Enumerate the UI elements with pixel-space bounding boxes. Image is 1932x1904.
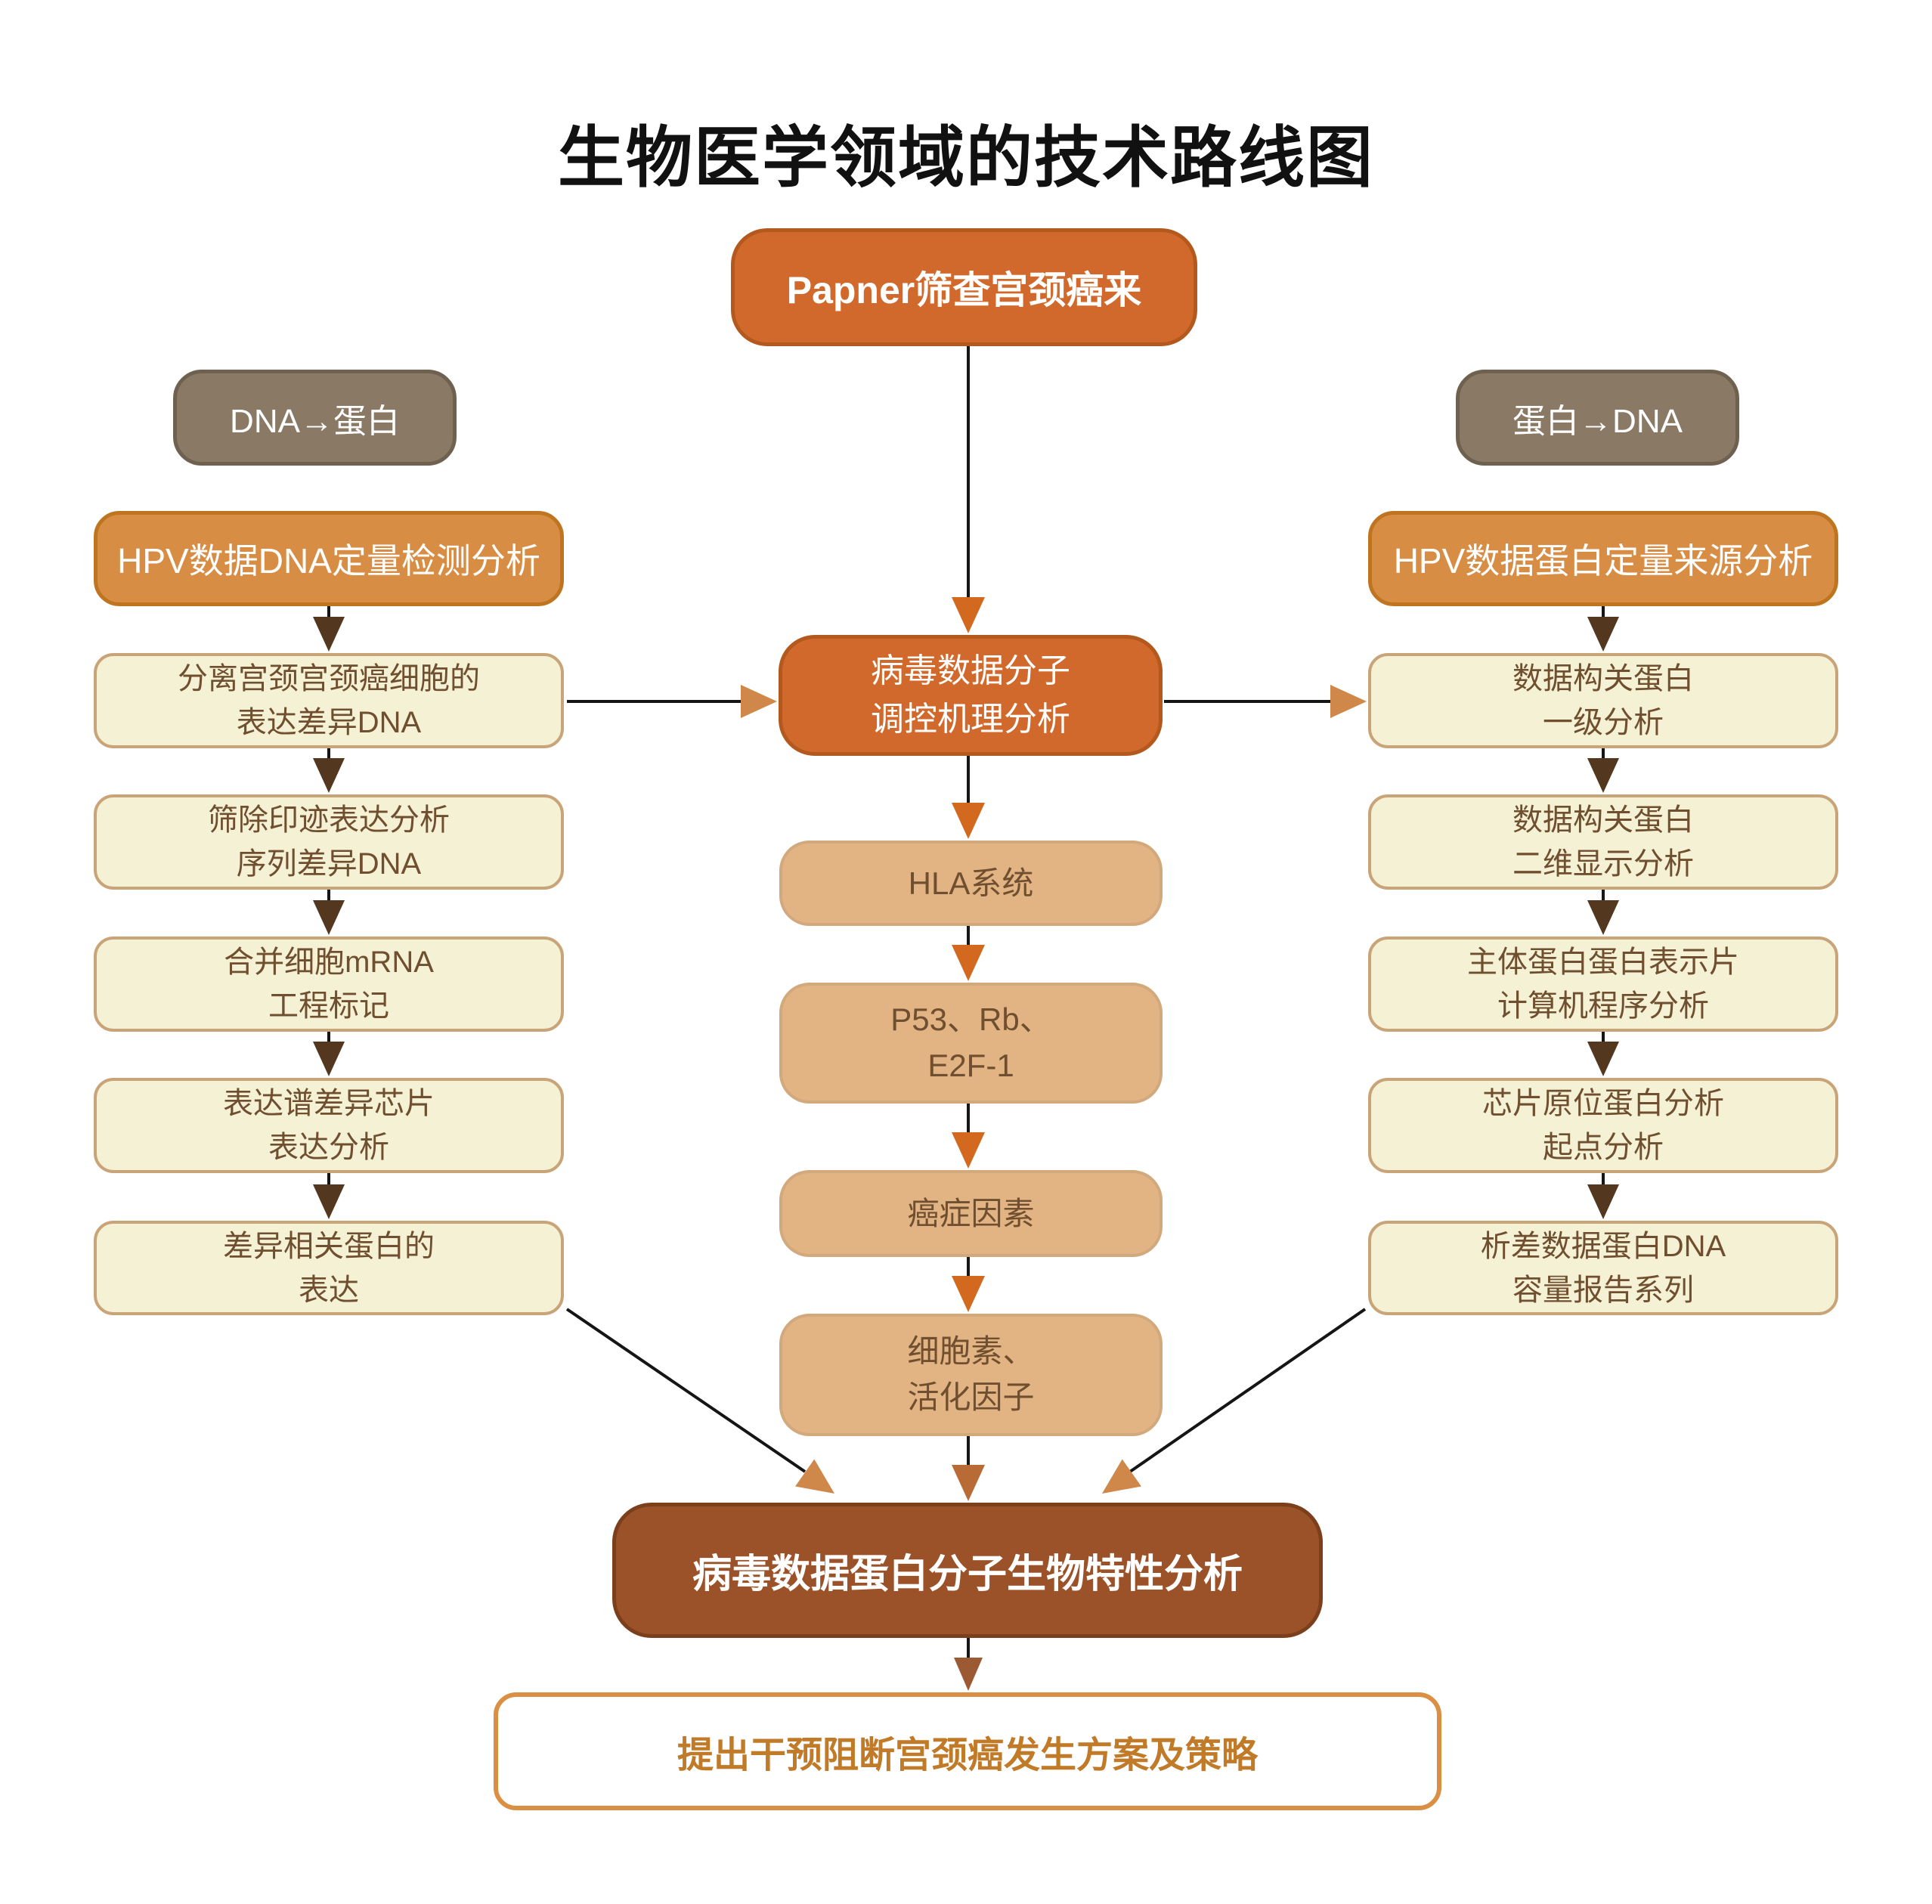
- arrow-right-step3-to-step4: [1587, 1032, 1619, 1076]
- arrow-right-step2-to-step3: [1587, 890, 1619, 935]
- page-title: 生物医学领域的技术路线图: [557, 120, 1374, 195]
- node-label: 蛋白→DNA: [1512, 402, 1683, 440]
- node-label: HPV数据蛋白定量来源分析: [1393, 541, 1813, 580]
- arrow-right-step1-to-step2: [1587, 748, 1619, 793]
- node-left-step-2: 筛除印迹表达分析 序列差异DNA: [94, 794, 564, 890]
- node-line2: 表达: [299, 1273, 359, 1307]
- node-line2: E2F-1: [927, 1048, 1014, 1083]
- node-line1: 数据构关蛋白: [1512, 803, 1694, 837]
- node-hla-system: HLA系统: [779, 841, 1163, 926]
- node-line2: 一级分析: [1543, 706, 1664, 739]
- node-right-step-5: 析差数据蛋白DNA 容量报告系列: [1368, 1221, 1838, 1315]
- node-line1: 细胞素、: [907, 1333, 1035, 1370]
- node-label: DNA→蛋白: [230, 402, 400, 440]
- node-cytokines-activators: 细胞素、 活化因子: [779, 1314, 1163, 1436]
- node-label: 病毒数据蛋白分子生物特性分析: [692, 1553, 1243, 1596]
- node-label: HLA系统: [908, 865, 1034, 901]
- node-virus-regulation-analysis: 病毒数据分子 调控机理分析: [779, 635, 1163, 756]
- node-line1: 筛除印迹表达分析: [208, 803, 450, 837]
- node-line1: 芯片原位蛋白分析: [1482, 1087, 1724, 1120]
- node-right-step-2: 数据构关蛋白 二维显示分析: [1368, 794, 1838, 890]
- arrow-p53-to-cancer: [952, 1104, 985, 1169]
- arrow-center-to-right-step1: [1164, 685, 1367, 718]
- arrow-left-step4-to-step5: [313, 1173, 345, 1219]
- node-line2: 二维显示分析: [1512, 847, 1694, 881]
- node-line2: 调控机理分析: [871, 701, 1070, 738]
- node-line1: 病毒数据分子: [871, 652, 1070, 690]
- arrow-left-step5-to-bottom: [565, 1308, 834, 1494]
- node-bio-characteristics-analysis: 病毒数据蛋白分子生物特性分析: [612, 1503, 1323, 1638]
- arrow-left-step2-to-step3: [313, 890, 345, 935]
- arrow-cancer-to-cytokine: [952, 1257, 985, 1312]
- node-p53-rb-e2f1: P53、Rb、 E2F-1: [779, 983, 1163, 1104]
- arrow-left-process-to-step1: [313, 606, 345, 652]
- node-hpv-dna-analysis: HPV数据DNA定量检测分析: [94, 511, 564, 606]
- node-line1: 分离宫颈宫颈癌细胞的: [178, 662, 480, 695]
- node-final-strategy: 提出干预阻断宫颈癌发生方案及策略: [494, 1692, 1441, 1810]
- arrow-right-process-to-step1: [1587, 606, 1619, 652]
- node-left-step-4: 表达谱差异芯片 表达分析: [94, 1078, 564, 1173]
- node-line1: 表达谱差异芯片: [223, 1087, 435, 1120]
- node-left-step-5: 差异相关蛋白的 表达: [94, 1221, 564, 1315]
- arrow-left-step1-to-step2: [313, 748, 345, 793]
- node-line2: 工程标记: [268, 989, 389, 1023]
- node-line1: 主体蛋白蛋白表示片: [1467, 946, 1739, 979]
- node-line2: 起点分析: [1543, 1131, 1664, 1164]
- node-label: 提出干预阻断宫颈癌发生方案及策略: [677, 1735, 1258, 1776]
- node-cancer-factors: 癌症因素: [779, 1170, 1163, 1257]
- arrow-cytokine-to-bottom: [952, 1436, 985, 1501]
- node-line1: 数据构关蛋白: [1512, 662, 1694, 695]
- node-line2: 容量报告系列: [1512, 1273, 1694, 1307]
- node-protein-to-dna: 蛋白→DNA: [1456, 370, 1739, 466]
- arrow-left-step3-to-step4: [313, 1032, 345, 1076]
- node-line2: 表达分析: [268, 1131, 389, 1164]
- node-label: Papner筛查宫颈癌来: [786, 269, 1142, 311]
- node-line1: 析差数据蛋白DNA: [1480, 1229, 1726, 1263]
- arrow-hla-to-p53: [952, 926, 985, 981]
- node-right-step-4: 芯片原位蛋白分析 起点分析: [1368, 1078, 1838, 1173]
- arrow-right-step4-to-step5: [1587, 1173, 1619, 1219]
- node-hpv-protein-analysis: HPV数据蛋白定量来源分析: [1368, 511, 1838, 606]
- node-label: 癌症因素: [907, 1196, 1035, 1231]
- arrow-top-to-center: [952, 346, 985, 633]
- arrow-left-step1-to-center: [567, 685, 777, 718]
- node-dna-to-protein: DNA→蛋白: [173, 370, 457, 466]
- node-line2: 表达差异DNA: [236, 706, 422, 739]
- arrow-center-to-hla: [952, 756, 985, 839]
- arrow-bottom-to-final: [954, 1638, 983, 1691]
- node-label: HPV数据DNA定量检测分析: [117, 541, 540, 580]
- node-papner-screening: Papner筛查宫颈癌来: [731, 228, 1197, 346]
- node-left-step-3: 合并细胞mRNA 工程标记: [94, 937, 564, 1032]
- node-line2: 活化因子: [907, 1379, 1035, 1415]
- node-right-step-3: 主体蛋白蛋白表示片 计算机程序分析: [1368, 937, 1838, 1032]
- node-line1: 合并细胞mRNA: [224, 946, 434, 979]
- node-right-step-1: 数据构关蛋白 一级分析: [1368, 653, 1838, 748]
- node-left-step-1: 分离宫颈宫颈癌细胞的 表达差异DNA: [94, 653, 564, 748]
- arrow-right-step5-to-bottom: [1102, 1308, 1367, 1494]
- node-line1: P53、Rb、: [890, 1002, 1051, 1038]
- node-line1: 差异相关蛋白的: [223, 1229, 435, 1263]
- node-line2: 序列差异DNA: [236, 847, 422, 881]
- node-line2: 计算机程序分析: [1497, 989, 1709, 1023]
